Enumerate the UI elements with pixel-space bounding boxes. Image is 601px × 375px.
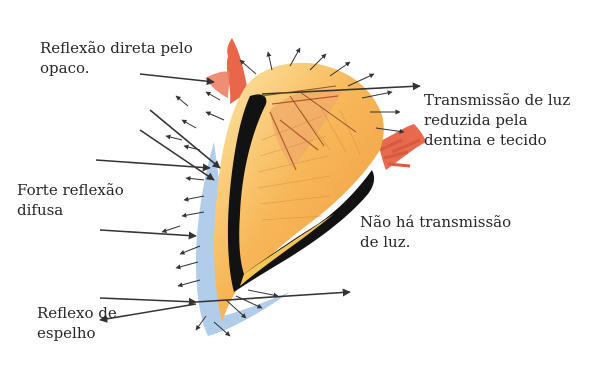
label-direct-reflection-line-1: Reflexão direta pelo bbox=[40, 39, 193, 57]
label-mirror-reflection-line-1: Reflexo de bbox=[37, 304, 117, 322]
label-direct-reflection-line-2: opaco. bbox=[40, 59, 90, 77]
label-reduced-transmission-line-2: reduzida pela bbox=[424, 111, 528, 129]
label-no-transmission: Não há transmissão de luz. bbox=[360, 212, 511, 252]
label-diffuse-reflection-line-1: Forte reflexão bbox=[17, 181, 124, 199]
label-reduced-transmission-line-1: Transmissão de luz bbox=[424, 91, 570, 109]
label-mirror-reflection-line-2: espelho bbox=[37, 324, 96, 342]
label-reduced-transmission-line-3: dentina e tecido bbox=[424, 131, 547, 149]
label-reduced-transmission: Transmissão de luz reduzida pela dentina… bbox=[424, 90, 570, 150]
label-mirror-reflection: Reflexo de espelho bbox=[37, 303, 117, 343]
label-diffuse-reflection-line-2: difusa bbox=[17, 201, 63, 219]
label-direct-reflection: Reflexão direta pelo opaco. bbox=[40, 38, 193, 78]
label-no-transmission-line-1: Não há transmissão bbox=[360, 213, 511, 231]
label-diffuse-reflection: Forte reflexão difusa bbox=[17, 180, 124, 220]
label-no-transmission-line-2: de luz. bbox=[360, 233, 410, 251]
